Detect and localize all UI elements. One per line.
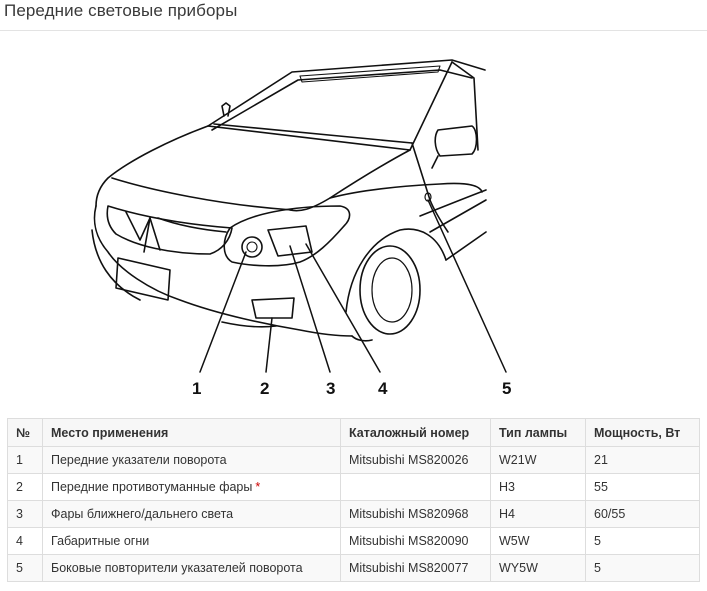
cell-lamp: W21W xyxy=(490,446,586,474)
table-header-row: № Место применения Каталожный номер Тип … xyxy=(7,418,700,447)
callout-3: 3 xyxy=(326,379,335,398)
callout-numbers: 1 2 3 4 5 xyxy=(192,379,511,398)
table-row: 2 Передние противотуманные фары* H3 55 xyxy=(7,473,700,501)
callout-leaders xyxy=(199,199,507,373)
cell-lamp: H3 xyxy=(490,473,586,501)
cell-number: 1 xyxy=(7,446,43,474)
header-catalog: Каталожный номер xyxy=(340,418,491,447)
cell-power: 21 xyxy=(585,446,700,474)
table-row: 5 Боковые повторители указателей поворот… xyxy=(7,554,700,582)
footnote-asterisk[interactable]: * xyxy=(255,480,261,494)
table-row: 4 Габаритные огни Mitsubishi MS820090 W5… xyxy=(7,527,700,555)
header-lamp-type: Тип лампы xyxy=(490,418,586,447)
cell-place: Фары ближнего/дальнего света xyxy=(42,500,341,528)
cell-place: Передние противотуманные фары* xyxy=(42,473,341,501)
cell-catalog: Mitsubishi MS820090 xyxy=(340,527,491,555)
car-front-lighting-diagram: 1 2 3 4 5 xyxy=(91,59,511,398)
cell-lamp: H4 xyxy=(490,500,586,528)
callout-4: 4 xyxy=(378,379,388,398)
cell-catalog xyxy=(340,473,491,501)
cell-lamp: W5W xyxy=(490,527,586,555)
cell-number: 2 xyxy=(7,473,43,501)
place-text: Передние противотуманные фары xyxy=(51,480,253,494)
table-row: 3 Фары ближнего/дальнего света Mitsubish… xyxy=(7,500,700,528)
place-text: Передние указатели поворота xyxy=(51,453,227,467)
place-text: Габаритные огни xyxy=(51,534,150,548)
callout-1: 1 xyxy=(192,379,201,398)
table-row: 1 Передние указатели поворота Mitsubishi… xyxy=(7,446,700,474)
cell-power: 5 xyxy=(585,527,700,555)
header-place: Место применения xyxy=(42,418,341,447)
cell-power: 55 xyxy=(585,473,700,501)
place-text: Боковые повторители указателей поворота xyxy=(51,561,303,575)
cell-number: 5 xyxy=(7,554,43,582)
page-title: Передние световые приборы xyxy=(4,1,238,20)
cell-lamp: WY5W xyxy=(490,554,586,582)
cell-catalog: Mitsubishi MS820077 xyxy=(340,554,491,582)
cell-catalog: Mitsubishi MS820026 xyxy=(340,446,491,474)
title-divider xyxy=(0,30,707,31)
cell-place: Габаритные огни xyxy=(42,527,341,555)
header-number: № xyxy=(7,418,43,447)
place-text: Фары ближнего/дальнего света xyxy=(51,507,234,521)
cell-catalog: Mitsubishi MS820968 xyxy=(340,500,491,528)
cell-power: 5 xyxy=(585,554,700,582)
cell-power: 60/55 xyxy=(585,500,700,528)
header-power: Мощность, Вт xyxy=(585,418,700,447)
cell-number: 4 xyxy=(7,527,43,555)
cell-number: 3 xyxy=(7,500,43,528)
lighting-spec-table: № Место применения Каталожный номер Тип … xyxy=(7,418,700,582)
callout-5: 5 xyxy=(502,379,511,398)
cell-place: Передние указатели поворота xyxy=(42,446,341,474)
car-body-outline xyxy=(91,59,487,342)
cell-place: Боковые повторители указателей поворота xyxy=(42,554,341,582)
callout-2: 2 xyxy=(260,379,269,398)
